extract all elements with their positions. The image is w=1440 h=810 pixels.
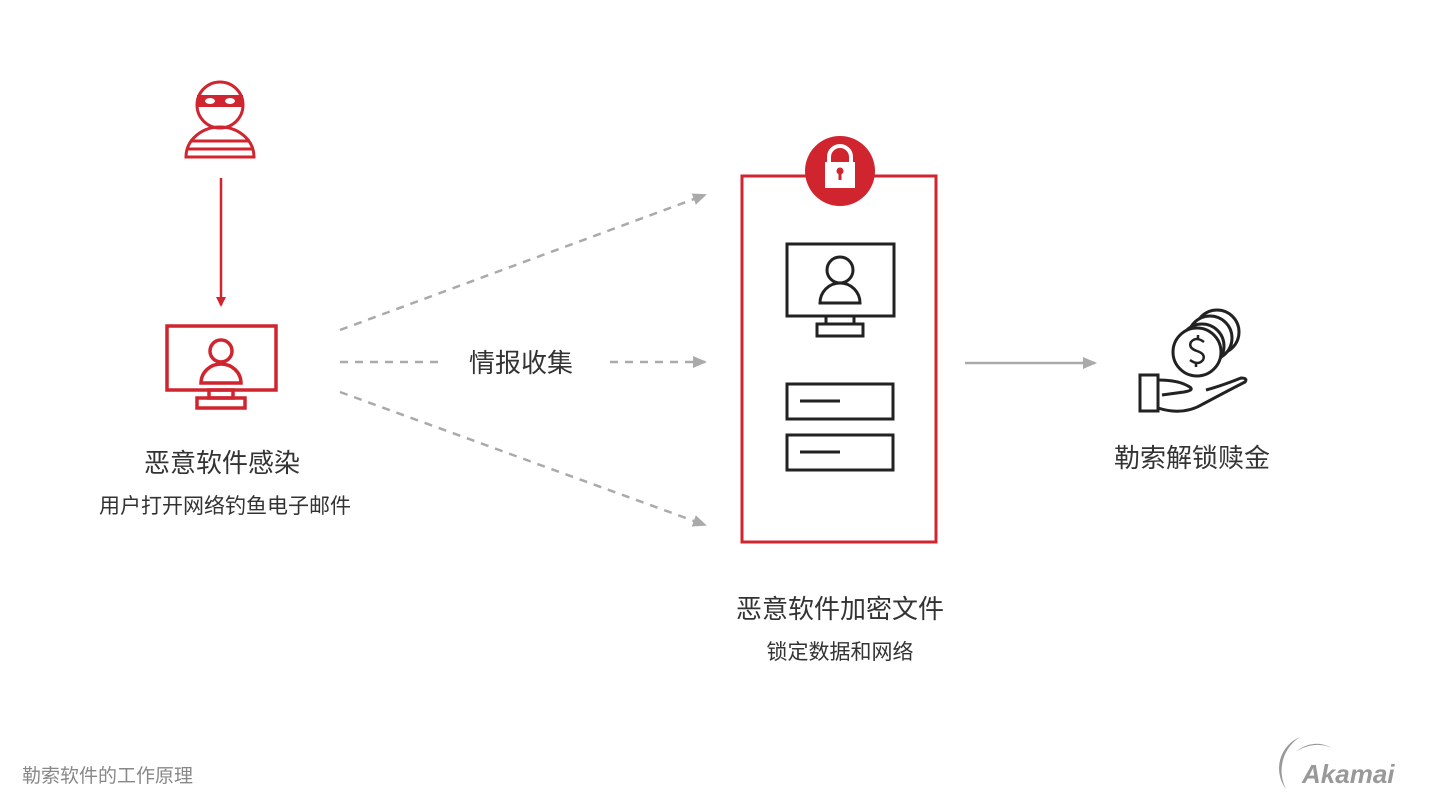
recon-label: 情报收集 (469, 349, 573, 379)
computer-icon (785, 242, 896, 338)
footer-caption: 勒索软件的工作原理 (22, 765, 193, 787)
recon-arrows (339, 193, 707, 527)
akamai-logo-text: Akamai (1301, 759, 1395, 789)
infected-computer-icon (165, 324, 278, 410)
stage3-title: 恶意软件加密文件 (736, 595, 944, 625)
encrypted-container (740, 174, 938, 544)
hand-coins-icon (1138, 308, 1248, 413)
stage3-subtitle: 锁定数据和网络 (767, 640, 914, 664)
server-drive-icon (785, 382, 895, 472)
stage1-title: 恶意软件感染 (144, 449, 300, 479)
lock-icon (805, 136, 875, 206)
stage1-subtitle: 用户打开网络钓鱼电子邮件 (99, 494, 351, 518)
akamai-logo: Akamai (1279, 737, 1395, 789)
hacker-icon (184, 80, 256, 159)
stage4-title: 勒索解锁赎金 (1114, 444, 1270, 474)
